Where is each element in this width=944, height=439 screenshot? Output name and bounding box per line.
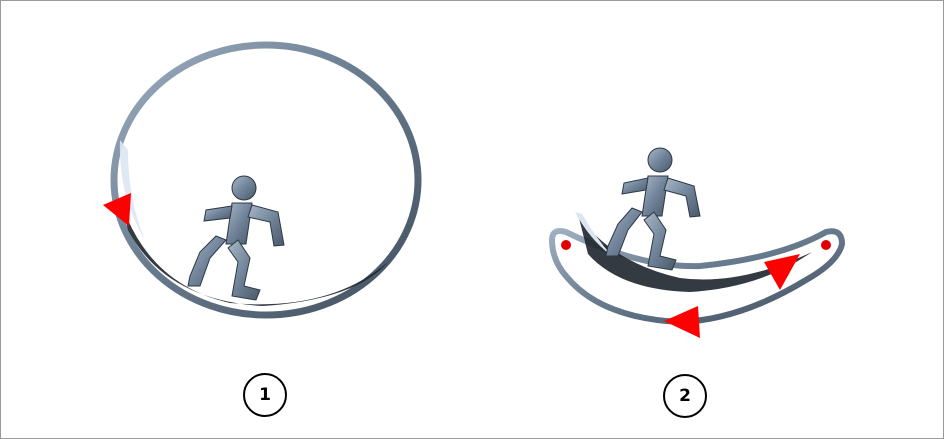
panel-2-rocker: [552, 148, 842, 338]
runner-head: [232, 176, 256, 200]
rotation-arrow-2b: [664, 306, 700, 338]
pivot-dot-right: [821, 240, 831, 250]
panel-label-1: 1: [243, 373, 287, 417]
runner-head: [648, 148, 672, 172]
runner-figure-1: [188, 176, 284, 300]
runner-figure-2: [606, 148, 700, 270]
panel-1-wheel: [103, 45, 418, 315]
panel-label-2: 2: [663, 374, 707, 418]
pivot-dot-left: [561, 240, 571, 250]
